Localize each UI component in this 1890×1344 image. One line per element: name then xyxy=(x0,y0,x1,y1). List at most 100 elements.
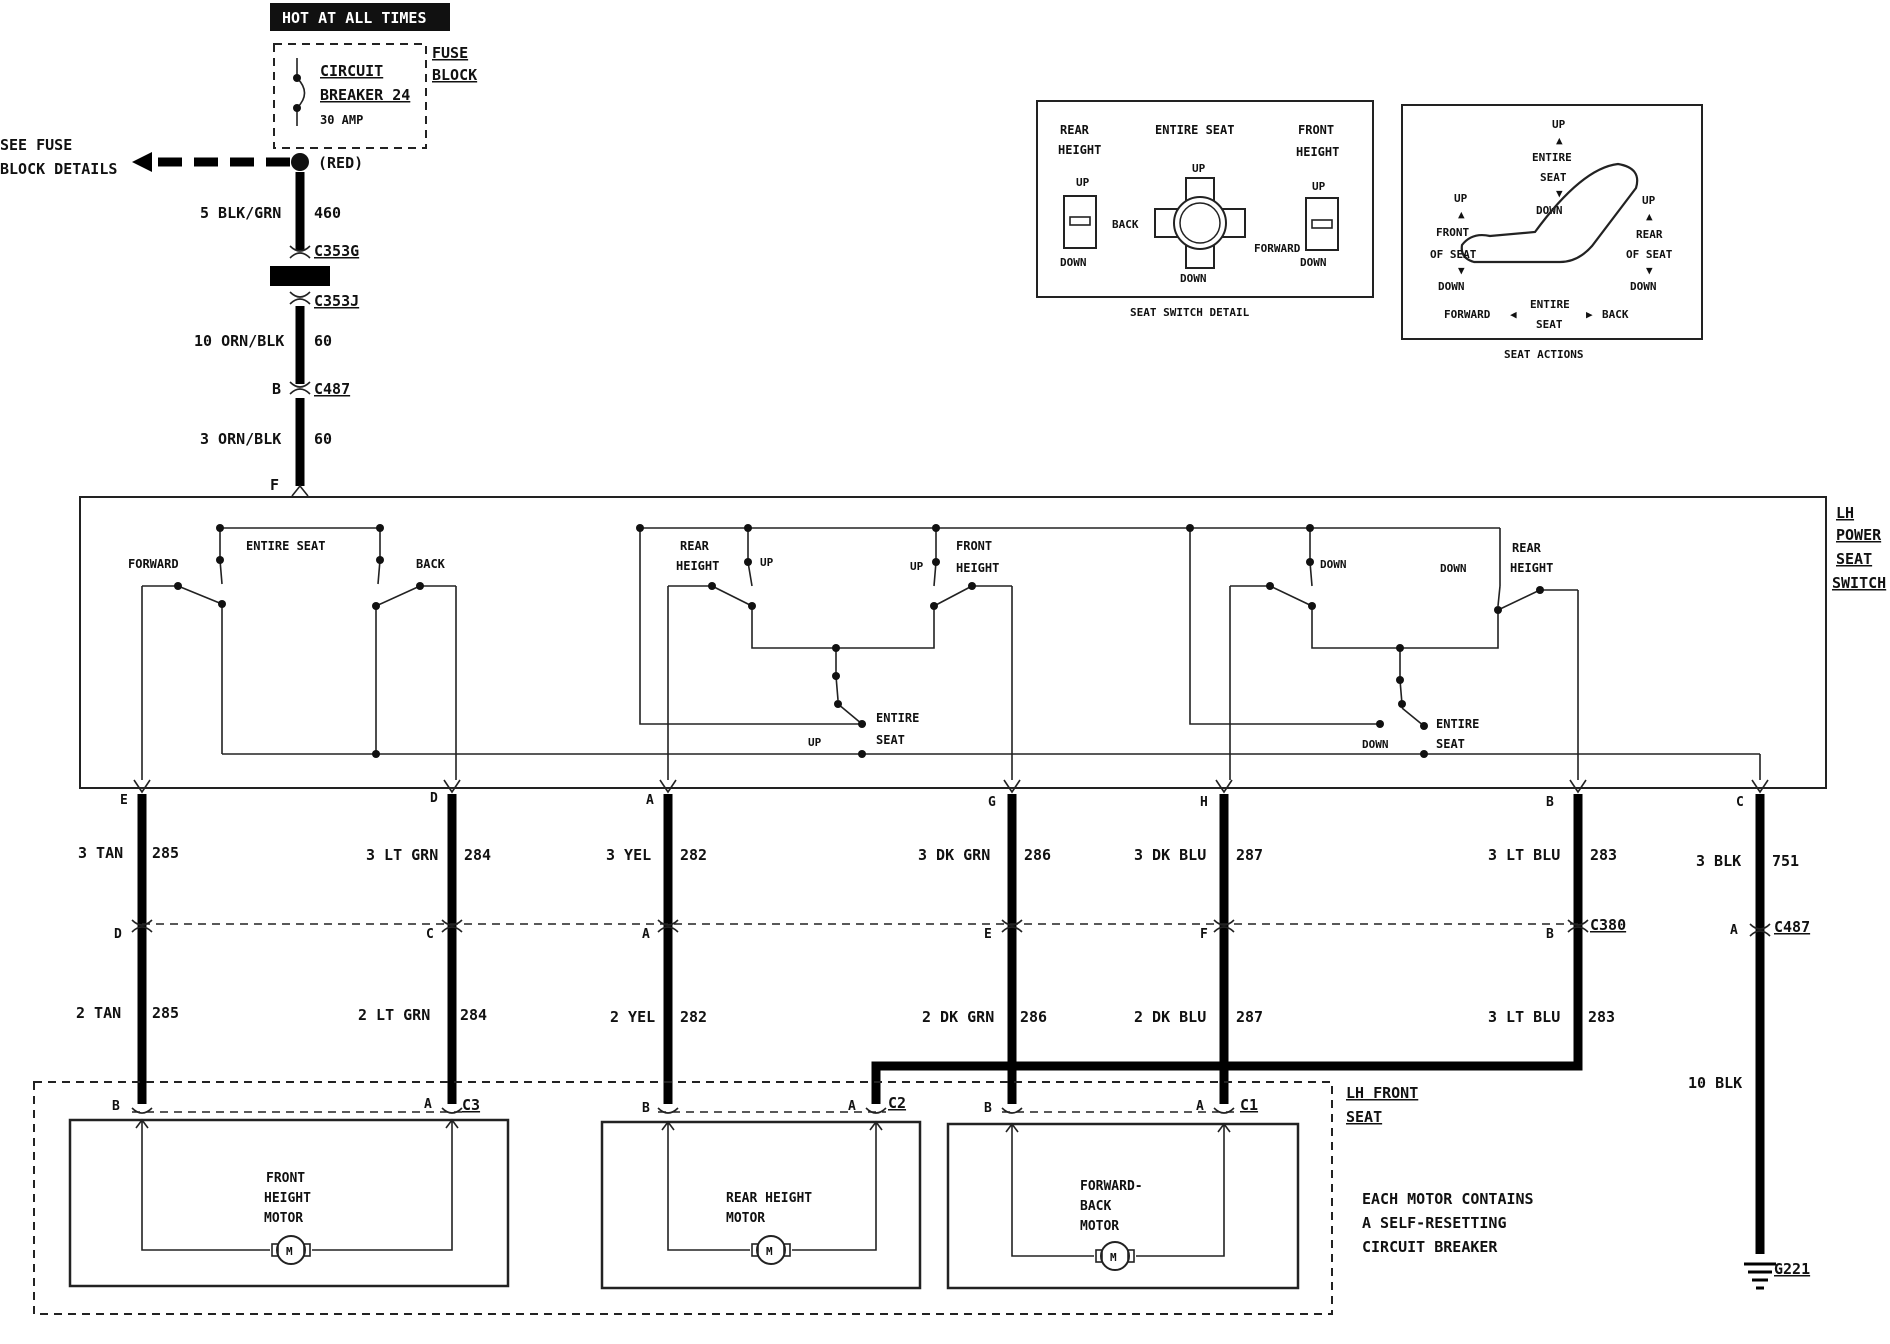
sw-front-1: FRONT xyxy=(956,539,992,553)
switch-bus xyxy=(220,527,1501,725)
front-motor-3: MOTOR xyxy=(264,1211,303,1226)
c6-num-bot: 283 xyxy=(1588,1008,1615,1026)
sa-up-rear: UP xyxy=(1642,194,1656,207)
sw-rear-2: HEIGHT xyxy=(676,559,719,573)
c3-name-bot: 2 YEL xyxy=(610,1008,655,1026)
sw-down-2: DOWN xyxy=(1440,562,1467,575)
c353-block xyxy=(270,266,330,286)
sw-up-2: UP xyxy=(910,560,924,573)
c2-name-bot: 2 LT GRN xyxy=(358,1006,430,1024)
red-terminal xyxy=(291,153,309,171)
c2-mid-pin: C xyxy=(426,927,434,942)
c1-name-top: 3 TAN xyxy=(78,844,123,862)
c1-pin-b: B xyxy=(984,1101,992,1116)
see-fuse-label-1: SEE FUSE xyxy=(0,136,72,154)
rear-height-motor-symbol xyxy=(756,1235,786,1265)
c2-num-top: 284 xyxy=(464,846,491,864)
front-motor-2: HEIGHT xyxy=(264,1191,311,1206)
red-label: (RED) xyxy=(318,154,363,172)
c4-num-top: 286 xyxy=(1024,846,1051,864)
entire-seat-back-contact xyxy=(375,528,457,780)
ground-symbol xyxy=(1744,1262,1776,1290)
forward-back-motor-box xyxy=(946,1122,1300,1290)
w460-name: 5 BLK/GRN xyxy=(200,204,281,222)
fwd-motor-3: MOTOR xyxy=(1080,1219,1119,1234)
breaker-label-1: CIRCUIT xyxy=(320,62,383,80)
motor-note-2: A SELF-RESETTING xyxy=(1362,1214,1507,1232)
ssd-rear-switch xyxy=(1063,195,1097,249)
motor-note-1: EACH MOTOR CONTAINS xyxy=(1362,1190,1534,1208)
c1-mid-pin: D xyxy=(114,927,122,942)
pin-f: F xyxy=(270,476,279,494)
svg-text:▼: ▼ xyxy=(1646,264,1653,277)
c3-top-pin: A xyxy=(646,793,654,808)
sa-down-front: DOWN xyxy=(1438,280,1465,293)
c6-top-pin: B xyxy=(1546,795,1554,810)
sw-rear-b2: HEIGHT xyxy=(1510,561,1553,575)
svg-text:▲: ▲ xyxy=(1646,210,1653,223)
sa-back: BACK xyxy=(1602,308,1629,321)
sa-rear-2: OF SEAT xyxy=(1626,248,1673,261)
fuse-block-box xyxy=(273,43,427,149)
height-switch-group-1 xyxy=(667,528,1013,780)
ssd-front-2: HEIGHT xyxy=(1296,145,1339,159)
sw-entire-b1: ENTIRE xyxy=(1436,717,1479,731)
c3-mid-pin: A xyxy=(642,927,650,942)
ssd-back: BACK xyxy=(1112,218,1139,231)
ssd-forward: FORWARD xyxy=(1254,242,1301,255)
front-motor-1: FRONT xyxy=(266,1171,305,1186)
sa-seat-icon xyxy=(1460,162,1639,264)
gnd-name: 3 BLK xyxy=(1696,852,1741,870)
c353g-conn xyxy=(289,245,311,259)
sw-entire-a2: SEAT xyxy=(876,733,905,747)
lh-front-seat-2: SEAT xyxy=(1346,1108,1382,1126)
ssd-up-l: UP xyxy=(1076,176,1090,189)
w60b-name: 3 ORN/BLK xyxy=(200,430,281,448)
lh-switch-label-2: POWER xyxy=(1836,526,1882,544)
c2-pin-b: B xyxy=(642,1101,650,1116)
svg-text:▲: ▲ xyxy=(1458,208,1465,221)
c5-mid-pin: F xyxy=(1200,927,1208,942)
sw-back: BACK xyxy=(416,557,446,571)
entire-seat-fwd-contact xyxy=(141,528,223,780)
sa-entire-1: ENTIRE xyxy=(1532,151,1572,164)
seat-actions-box xyxy=(1401,104,1703,340)
svg-text:▼: ▼ xyxy=(1556,187,1563,200)
rear-motor-m: M xyxy=(766,1245,773,1258)
sw-down-1: DOWN xyxy=(1320,558,1347,571)
ssd-front-switch xyxy=(1305,197,1339,251)
rear-motor-1: REAR HEIGHT xyxy=(726,1191,812,1206)
c3-pin-a: A xyxy=(424,1097,432,1112)
c3-label: C3 xyxy=(462,1096,480,1114)
c2-top-pin: D xyxy=(430,791,438,806)
sw-rear-b1: REAR xyxy=(1512,541,1542,555)
gnd-c487: C487 xyxy=(1774,918,1810,936)
sw-entire-a1: ENTIRE xyxy=(876,711,919,725)
forward-back-motor-symbol xyxy=(1100,1241,1130,1271)
c2-name-top: 3 LT GRN xyxy=(366,846,438,864)
c3-num-bot: 282 xyxy=(680,1008,707,1026)
c5-name-top: 3 DK BLU xyxy=(1134,846,1206,864)
height-switch-group-2 xyxy=(1229,528,1579,780)
ssd-caption: SEAT SWITCH DETAIL xyxy=(1130,306,1250,319)
sa-front-1: FRONT xyxy=(1436,226,1469,239)
ssd-rear-2: HEIGHT xyxy=(1058,143,1101,157)
c1-name-bot: 2 TAN xyxy=(76,1004,121,1022)
lh-switch-label-3: SEAT xyxy=(1836,550,1872,568)
sa-down-rear: DOWN xyxy=(1630,280,1657,293)
c5-num-bot: 287 xyxy=(1236,1008,1263,1026)
c6-name-bot: 3 LT BLU xyxy=(1488,1008,1560,1026)
breaker-symbol xyxy=(296,58,306,126)
w60a-num: 60 xyxy=(314,332,332,350)
seat-switch-detail-box xyxy=(1036,100,1374,298)
sa-front-2: OF SEAT xyxy=(1430,248,1477,261)
circuit-wires xyxy=(137,794,1583,1104)
c1-num-bot: 285 xyxy=(152,1004,179,1022)
lh-power-seat-switch-box xyxy=(79,496,1827,789)
c487-top-conn xyxy=(289,381,311,395)
c1-pin-a: A xyxy=(1196,1099,1204,1114)
ssd-down-l: DOWN xyxy=(1060,256,1087,269)
sw-front-2: HEIGHT xyxy=(956,561,999,575)
c4-name-bot: 2 DK GRN xyxy=(922,1008,994,1026)
